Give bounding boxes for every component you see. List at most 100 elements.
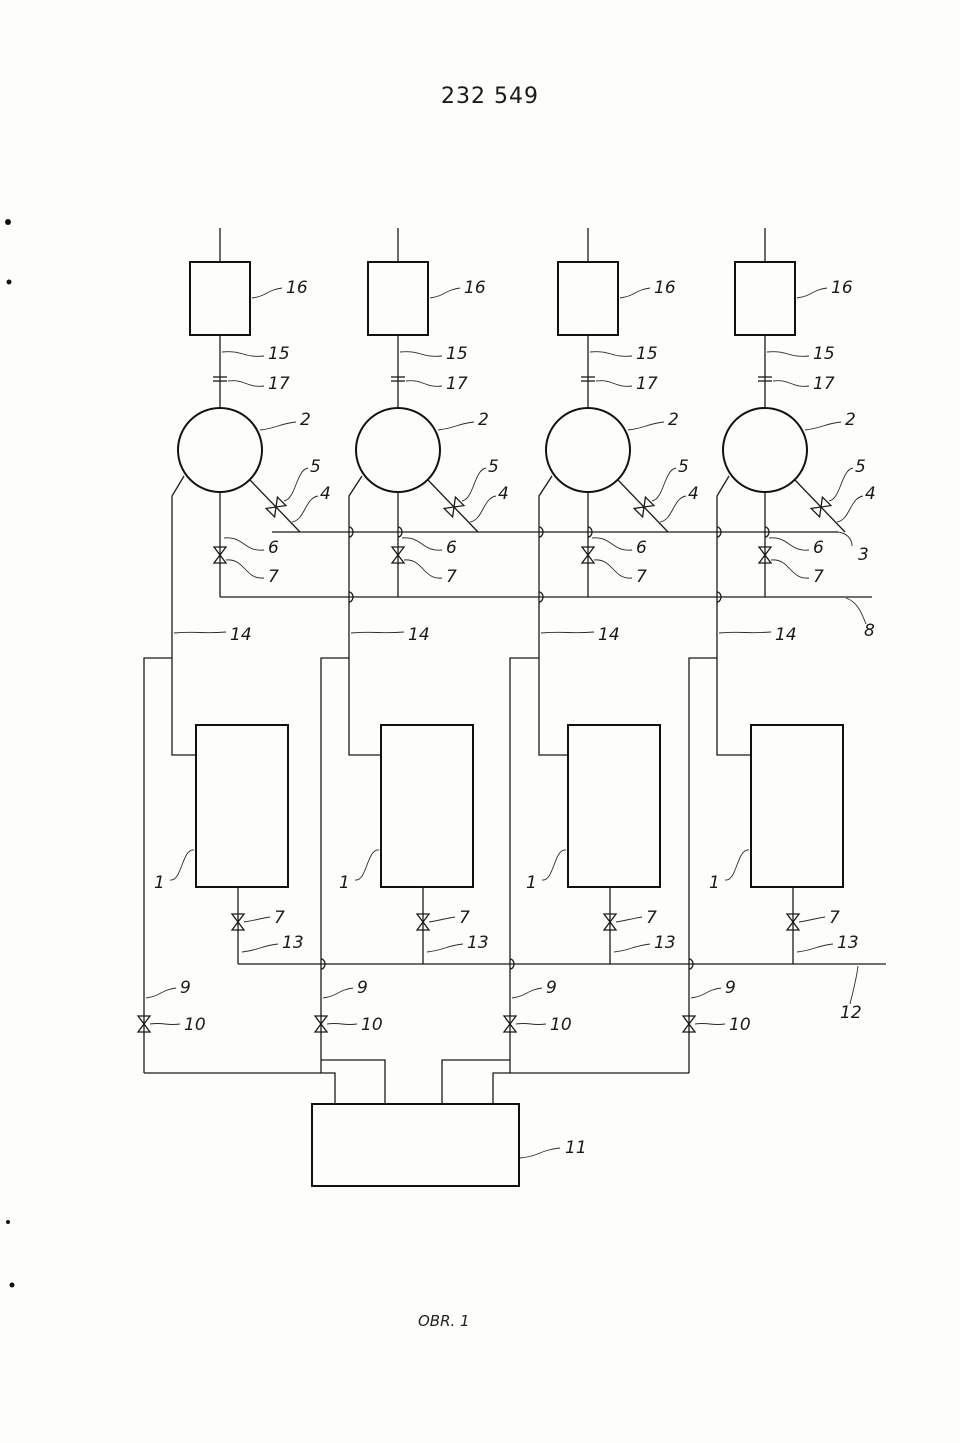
leader-line (836, 495, 864, 523)
label-6: 6 (446, 538, 457, 558)
label-10: 10 (729, 1015, 751, 1035)
leader-line (149, 1022, 181, 1026)
leader-line (796, 287, 828, 299)
leader-line (770, 559, 810, 579)
box-16 (367, 261, 429, 336)
leader-line (461, 467, 487, 502)
label-15: 15 (446, 344, 468, 364)
leader-line (243, 916, 271, 923)
label-7: 7 (813, 567, 824, 587)
label-15: 15 (636, 344, 658, 364)
label-2: 2 (478, 410, 489, 430)
vessel-2 (355, 407, 441, 493)
shutoff-valve (602, 913, 618, 931)
line-crossover (538, 526, 544, 538)
label-9: 9 (180, 978, 191, 998)
leader-line (718, 631, 772, 634)
label-6: 6 (813, 538, 824, 558)
pipe-14 (348, 475, 381, 756)
line-crossover (538, 591, 544, 603)
label-4: 4 (688, 484, 699, 504)
label-7: 7 (446, 567, 457, 587)
label-5: 5 (678, 457, 689, 477)
label-14: 14 (230, 625, 252, 645)
label-5: 5 (855, 457, 866, 477)
label-10: 10 (184, 1015, 206, 1035)
leader-line (540, 631, 595, 634)
line-crossover (348, 591, 354, 603)
leader-line (283, 467, 309, 502)
shutoff-valve (502, 1015, 518, 1033)
line-9 (509, 657, 539, 1073)
valve-5 (442, 495, 466, 519)
label-16: 16 (464, 278, 486, 298)
label-2: 2 (300, 410, 311, 430)
label-4: 4 (320, 484, 331, 504)
leader-line (291, 495, 319, 523)
leader-line (593, 559, 633, 579)
leader-line (326, 1022, 358, 1026)
label-9: 9 (725, 978, 736, 998)
label-17: 17 (813, 374, 835, 394)
collector-line (441, 1059, 510, 1104)
label-10: 10 (550, 1015, 572, 1035)
pipe-14 (716, 475, 751, 756)
label-14: 14 (775, 625, 797, 645)
label-13: 13 (467, 933, 489, 953)
leader-line (837, 531, 853, 547)
label-4: 4 (498, 484, 509, 504)
leader-line (403, 559, 443, 579)
label-15: 15 (268, 344, 290, 364)
leader-line (173, 631, 227, 634)
receiver-11 (311, 1103, 520, 1187)
leader-line (804, 421, 842, 431)
pipe-4 (617, 479, 669, 533)
leader-line (426, 943, 464, 953)
pipe-4 (249, 479, 301, 533)
label-6: 6 (268, 538, 279, 558)
leader-line (322, 987, 354, 999)
leader-line (659, 495, 687, 523)
label-5: 5 (488, 457, 499, 477)
label-3: 3 (858, 545, 869, 565)
leader-line (798, 916, 826, 923)
label-16: 16 (286, 278, 308, 298)
label-11: 11 (565, 1138, 587, 1158)
shutoff-valve (313, 1015, 329, 1033)
valve-5 (809, 495, 833, 519)
leader-line (619, 287, 651, 299)
leader-line (429, 287, 461, 299)
box-16 (734, 261, 796, 336)
shutoff-valve (415, 913, 431, 931)
shutoff-valve (757, 546, 773, 564)
label-13: 13 (282, 933, 304, 953)
leader-line (223, 537, 265, 551)
line-crossover (509, 958, 515, 970)
shutoff-valve (230, 913, 246, 931)
line-crossover (587, 526, 593, 538)
box-16 (557, 261, 619, 336)
leader-line (241, 943, 279, 953)
label-7: 7 (274, 908, 285, 928)
line-crossover (320, 958, 326, 970)
label-13: 13 (837, 933, 859, 953)
label-1: 1 (526, 873, 537, 893)
leader-line (511, 987, 543, 999)
leader-line (828, 467, 854, 502)
collector-lines (144, 1059, 689, 1104)
leader-line (519, 1147, 561, 1159)
shutoff-valve (681, 1015, 697, 1033)
pipe-4 (794, 479, 846, 533)
leader-line (768, 537, 810, 551)
valve-5 (632, 495, 656, 519)
leader-line (251, 287, 283, 299)
label-1: 1 (154, 873, 165, 893)
label-7: 7 (459, 908, 470, 928)
shutoff-valve (136, 1015, 152, 1033)
line-crossover (397, 526, 403, 538)
tank-1 (567, 724, 661, 888)
label-7: 7 (268, 567, 279, 587)
leader-line (845, 597, 867, 625)
